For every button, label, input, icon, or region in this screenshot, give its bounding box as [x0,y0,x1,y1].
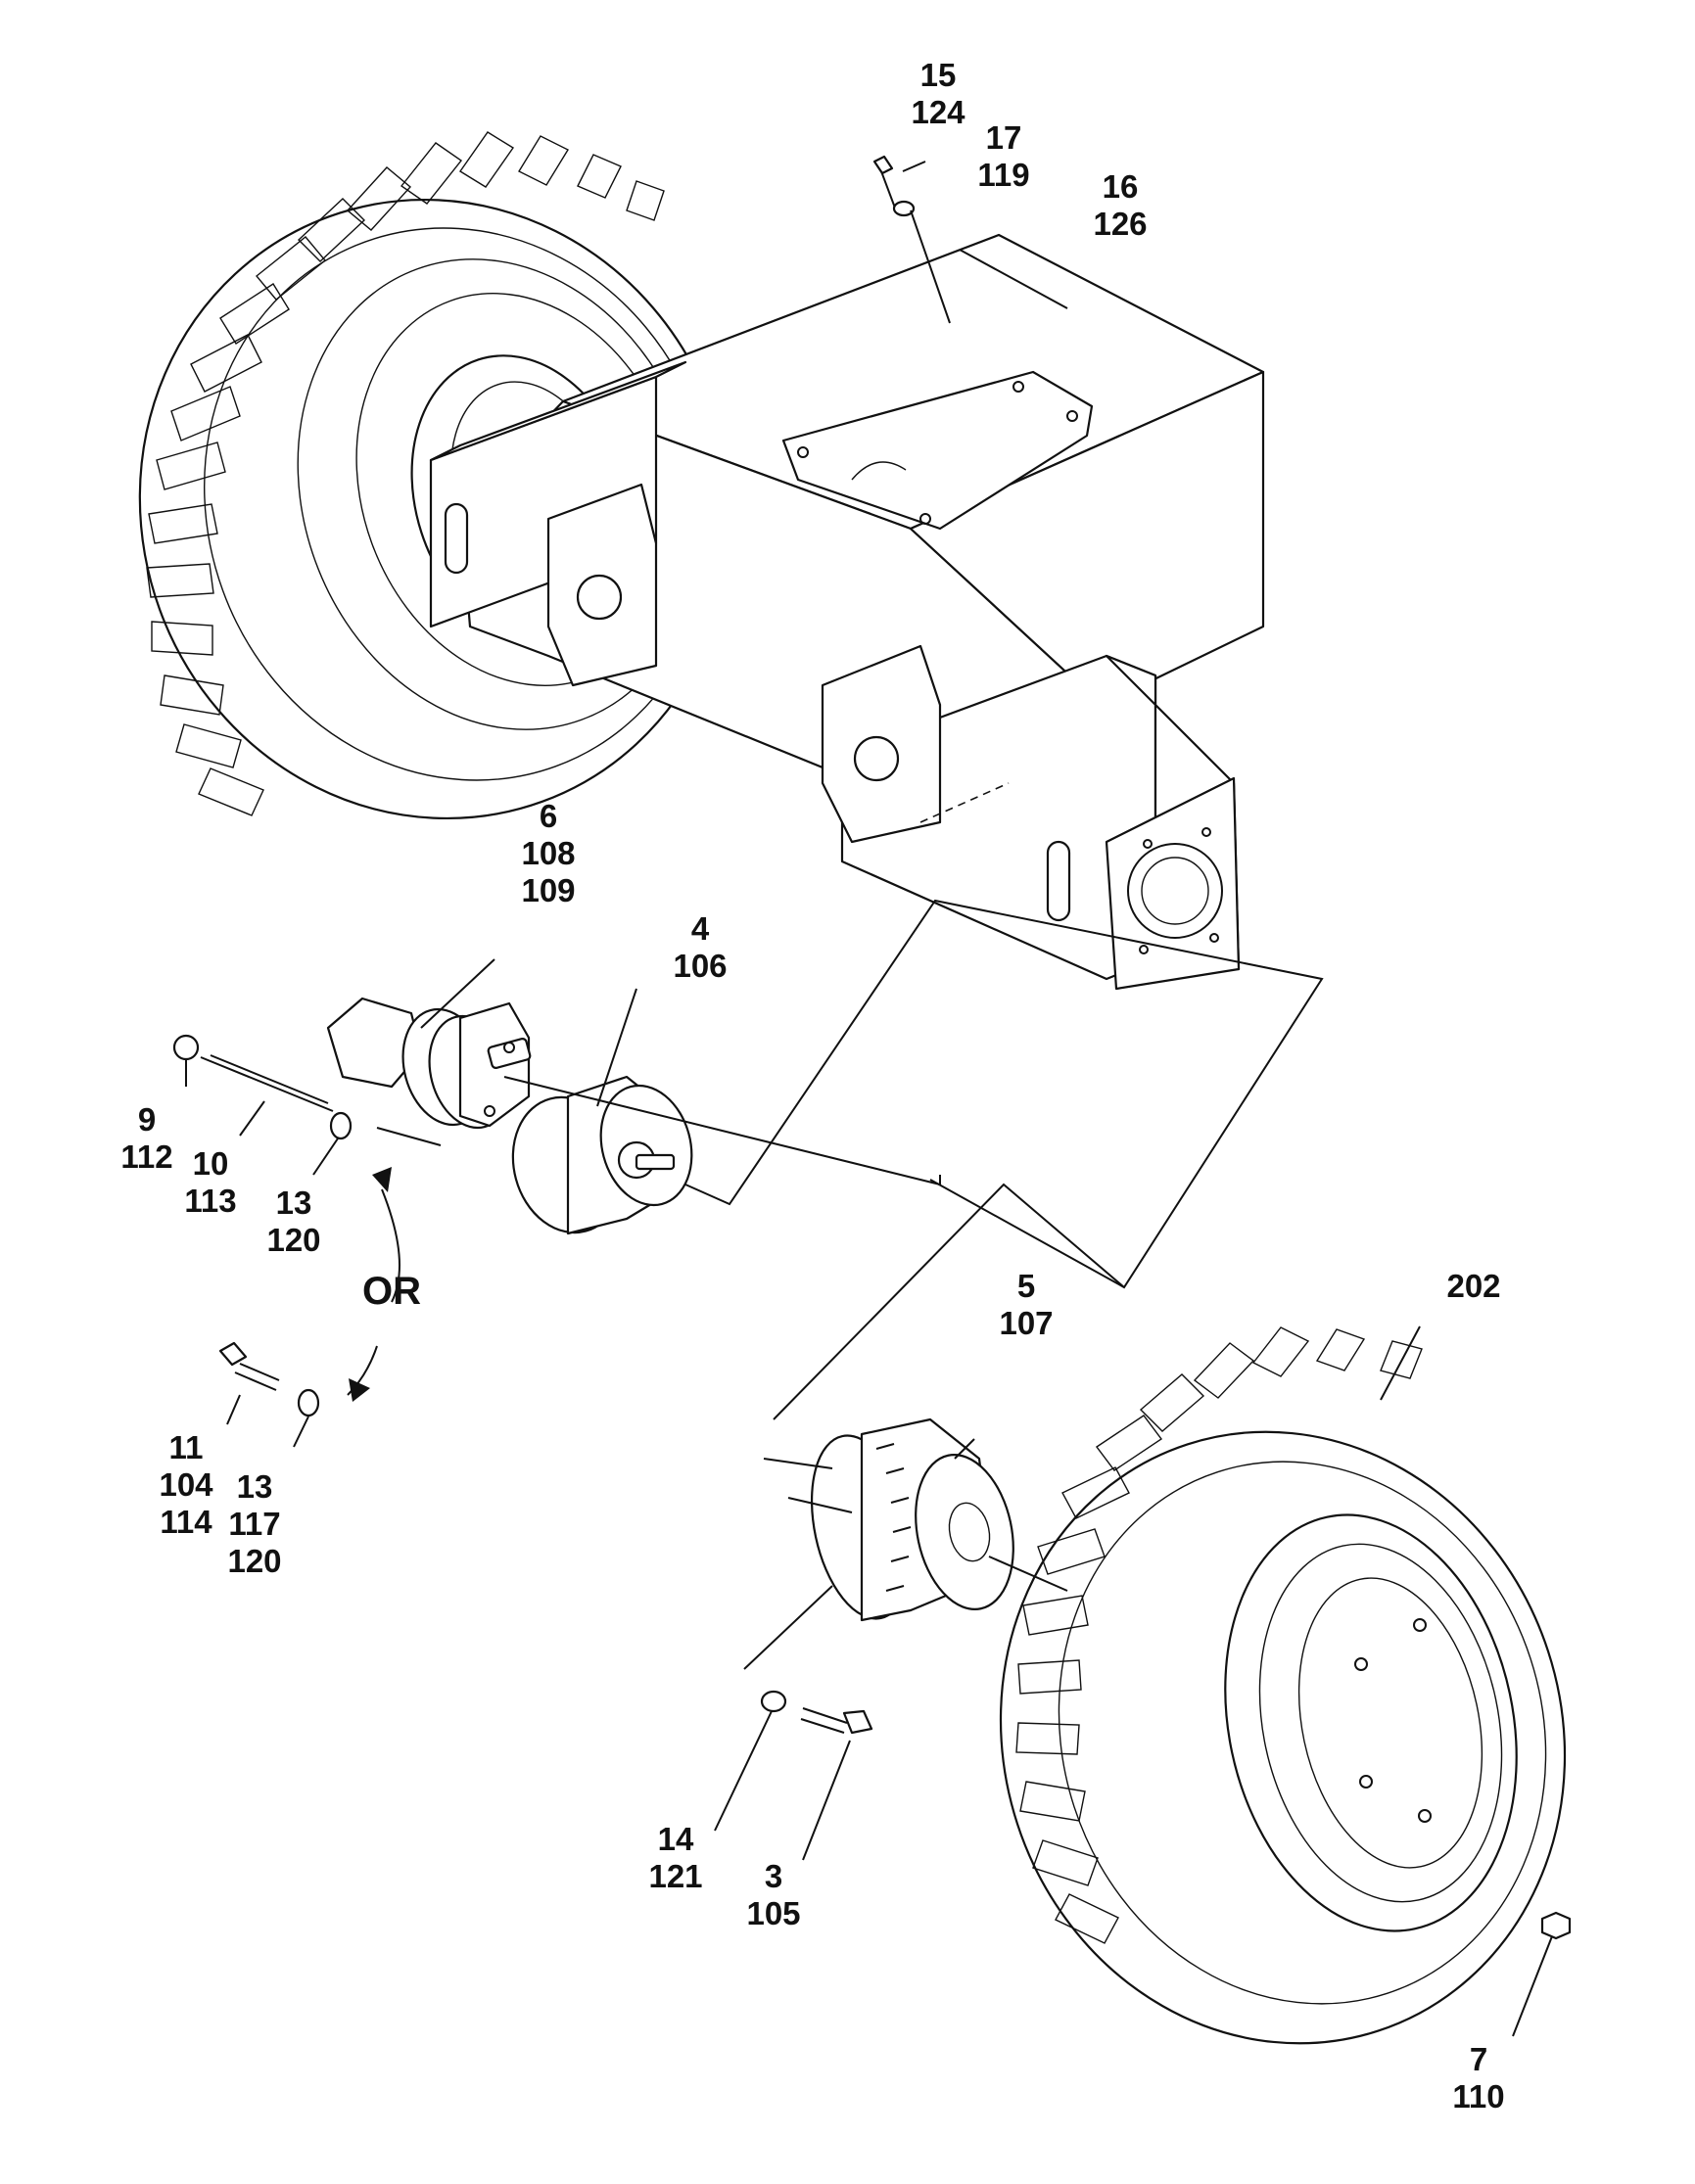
axle-housing [429,233,1265,991]
wheel-hub [810,1417,1014,1622]
hydraulic-motor [326,997,532,1130]
hardware [172,155,1572,2037]
right-tire [999,1326,1567,2045]
callout-202: 202 [1446,1268,1501,1304]
brake-unit [511,1075,693,1235]
or-label: OR [362,1270,421,1313]
